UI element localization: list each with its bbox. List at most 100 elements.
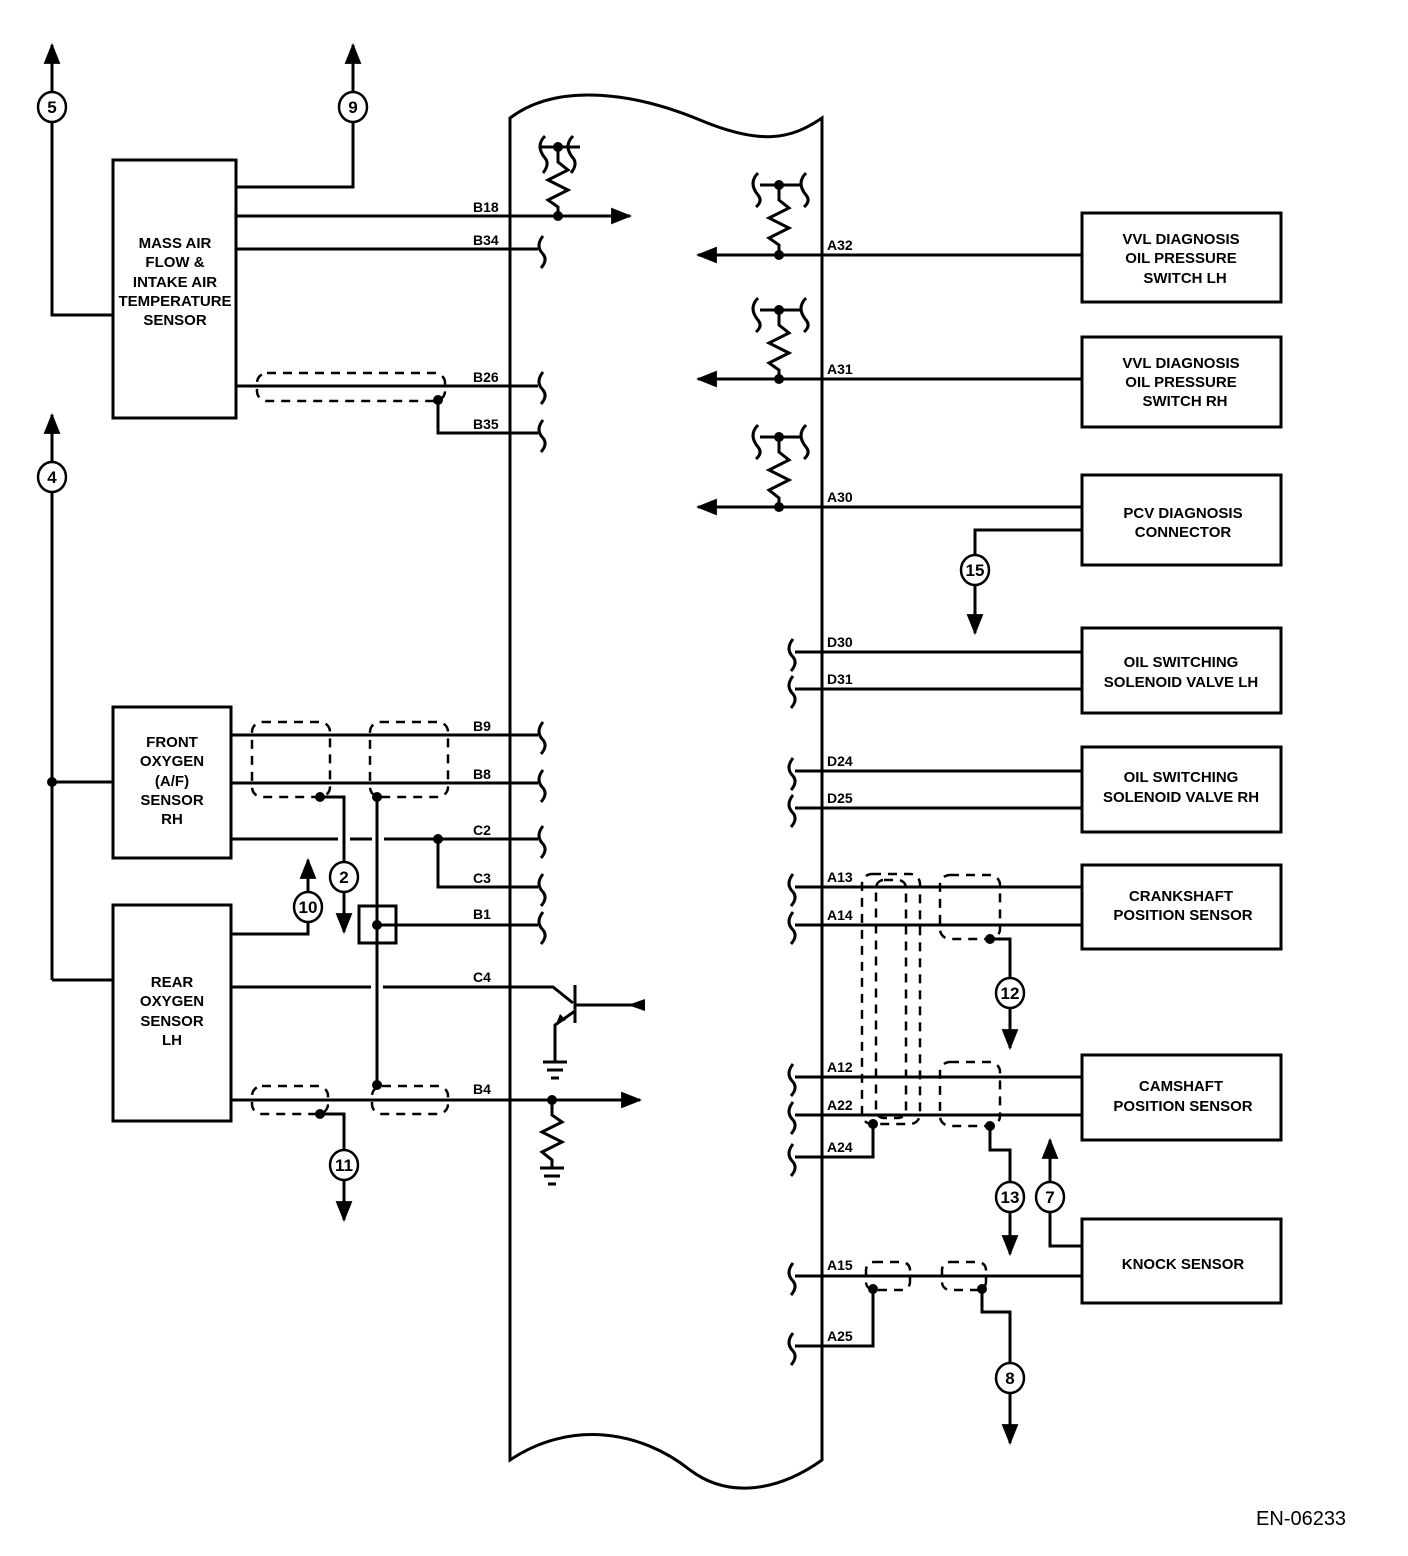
svg-text:REAR: REAR — [151, 974, 194, 991]
svg-text:OXYGEN: OXYGEN — [140, 993, 204, 1010]
pin-b8: B8 — [473, 766, 491, 782]
pin-d31: D31 — [827, 671, 853, 687]
svg-text:VVL DIAGNOSIS: VVL DIAGNOSIS — [1122, 355, 1239, 372]
wire-a24 — [795, 1124, 875, 1159]
svg-text:CONNECTOR: CONNECTOR — [1135, 524, 1232, 541]
svg-text:CRANKSHAFT: CRANKSHAFT — [1129, 888, 1233, 905]
pin-a13: A13 — [827, 869, 853, 885]
ref-11: 11 — [328, 1148, 360, 1182]
shield-crank-cam — [860, 872, 922, 1126]
pin-a25: A25 — [827, 1328, 853, 1344]
svg-text:LH: LH — [162, 1032, 182, 1049]
svg-text:OIL PRESSURE: OIL PRESSURE — [1125, 250, 1236, 267]
wire-ref9 — [236, 122, 355, 189]
resistor-b4 — [538, 1095, 566, 1186]
svg-text:12: 12 — [1001, 984, 1020, 1003]
svg-text:SOLENOID VALVE RH: SOLENOID VALVE RH — [1103, 789, 1259, 806]
resistor-a31 — [751, 296, 810, 384]
shield-cam — [938, 1060, 1002, 1128]
crankshaft-position-sensor: CRANKSHAFT POSITION SENSOR — [1080, 863, 1283, 951]
wire-ref8 — [980, 1289, 1012, 1363]
svg-text:CAMSHAFT: CAMSHAFT — [1139, 1078, 1223, 1095]
resistor-a30 — [751, 423, 810, 512]
front-oxygen-sensor: FRONT OXYGEN (A/F) SENSOR RH — [111, 705, 233, 860]
ref-7: 7 — [1034, 1180, 1066, 1214]
knock-sensor: KNOCK SENSOR — [1080, 1217, 1283, 1305]
ref-10: 10 — [292, 890, 324, 924]
connector-b9 — [537, 721, 547, 755]
connector-b1 — [537, 911, 547, 945]
pin-a31: A31 — [827, 361, 853, 377]
svg-text:13: 13 — [1001, 1188, 1020, 1207]
wire-c3 — [436, 839, 538, 889]
pin-a32: A32 — [827, 237, 853, 253]
resistor-a32 — [751, 171, 810, 260]
shield-b9-b8-right — [368, 720, 450, 799]
vvl-switch-rh: VVL DIAGNOSIS OIL PRESSURE SWITCH RH — [1080, 335, 1283, 429]
pin-b34: B34 — [473, 232, 499, 248]
svg-text:RH: RH — [161, 811, 183, 828]
wire-ref15 — [973, 528, 1082, 555]
pin-c3: C3 — [473, 870, 491, 886]
svg-text:SENSOR: SENSOR — [140, 1013, 204, 1030]
svg-text:INTAKE AIR: INTAKE AIR — [133, 274, 217, 291]
svg-text:9: 9 — [348, 98, 357, 117]
svg-text:SWITCH LH: SWITCH LH — [1143, 270, 1226, 287]
svg-text:OIL SWITCHING: OIL SWITCHING — [1124, 654, 1239, 671]
connector-a13 — [787, 873, 797, 907]
shield-crank-cam-inner — [874, 878, 908, 1120]
connector-a14 — [787, 911, 797, 945]
wire-c4 — [231, 985, 574, 1005]
figure-code: EN-06233 — [1256, 1508, 1346, 1530]
pin-d25: D25 — [827, 790, 853, 806]
wire-ref13 — [988, 1126, 1012, 1182]
connector-b34 — [537, 235, 547, 269]
ecm-body — [508, 93, 824, 1490]
wire-ref10 — [231, 922, 310, 936]
svg-text:4: 4 — [47, 468, 57, 487]
svg-text:MASS AIR: MASS AIR — [139, 235, 212, 252]
pin-a24: A24 — [827, 1139, 853, 1155]
shield-b9-b8-left — [250, 720, 332, 799]
svg-text:2: 2 — [339, 868, 348, 887]
svg-text:15: 15 — [966, 561, 985, 580]
pin-b1: B1 — [473, 906, 491, 922]
svg-text:10: 10 — [299, 898, 318, 917]
connector-d25 — [787, 794, 797, 828]
ref-4: 4 — [36, 460, 68, 494]
pin-c4: C4 — [473, 969, 491, 985]
wire-ref7 — [1048, 1212, 1082, 1248]
ref-12: 12 — [994, 976, 1026, 1010]
pin-b18: B18 — [473, 199, 499, 215]
pin-b35: B35 — [473, 416, 499, 432]
connector-b8 — [537, 769, 547, 803]
svg-text:KNOCK SENSOR: KNOCK SENSOR — [1122, 1256, 1245, 1273]
svg-text:POSITION SENSOR: POSITION SENSOR — [1113, 907, 1252, 924]
wire-b35 — [436, 400, 538, 435]
maf-sensor: MASS AIR FLOW & INTAKE AIR TEMPERATURE S… — [111, 158, 238, 420]
pin-a15: A15 — [827, 1257, 853, 1273]
connector-b26 — [537, 371, 547, 405]
pin-a30: A30 — [827, 489, 853, 505]
oil-switching-solenoid-lh: OIL SWITCHING SOLENOID VALVE LH — [1080, 626, 1283, 715]
pcv-diagnosis-connector: PCV DIAGNOSIS CONNECTOR — [1080, 473, 1283, 567]
svg-text:VVL DIAGNOSIS: VVL DIAGNOSIS — [1122, 231, 1239, 248]
ref-15: 15 — [959, 553, 991, 587]
svg-text:11: 11 — [335, 1156, 353, 1175]
connector-d31 — [787, 675, 797, 709]
connector-d24 — [787, 757, 797, 791]
pin-d30: D30 — [827, 634, 853, 650]
pin-c2: C2 — [473, 822, 491, 838]
pin-a12: A12 — [827, 1059, 853, 1075]
svg-text:5: 5 — [47, 98, 56, 117]
wire-ref5 — [50, 122, 113, 317]
svg-text:SOLENOID VALVE LH: SOLENOID VALVE LH — [1104, 674, 1258, 691]
wire-ref11 — [320, 1112, 346, 1150]
shield-b26 — [255, 371, 447, 403]
vvl-switch-lh: VVL DIAGNOSIS OIL PRESSURE SWITCH LH — [1080, 211, 1283, 304]
shield-crank — [938, 873, 1002, 941]
svg-text:FRONT: FRONT — [146, 734, 198, 751]
pin-b4: B4 — [473, 1081, 491, 1097]
connector-a25 — [787, 1332, 797, 1366]
